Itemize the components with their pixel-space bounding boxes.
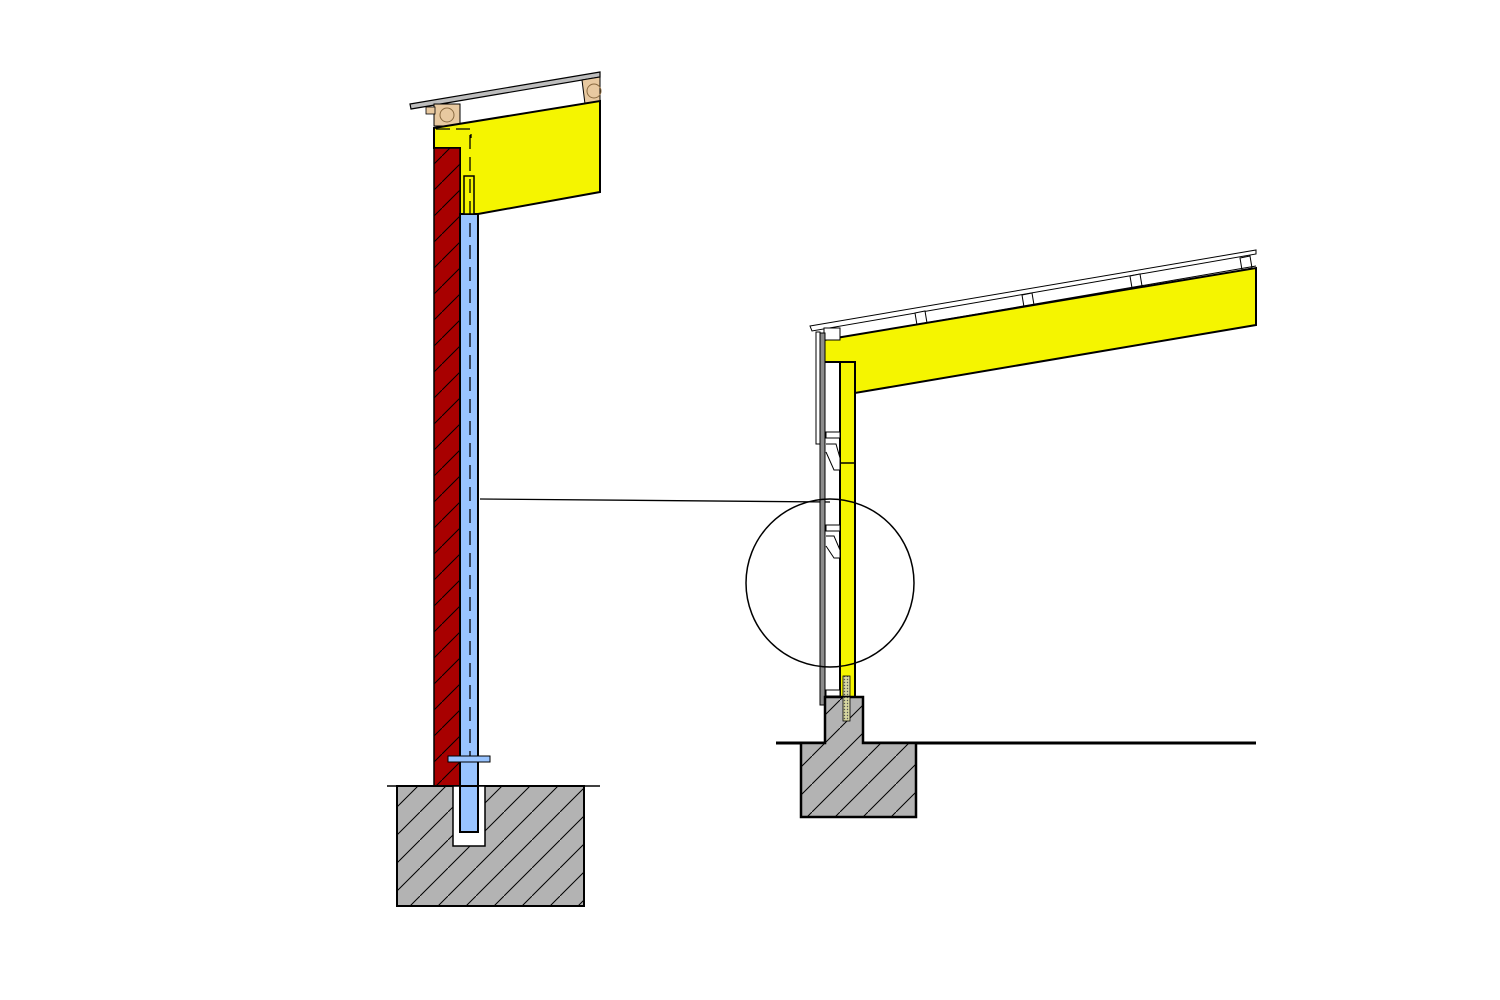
post-head-plate — [463, 175, 475, 215]
eave-block — [823, 327, 841, 341]
steel-post — [459, 213, 479, 833]
roof-battens — [914, 255, 1253, 326]
roof-sheet — [809, 249, 1257, 332]
timber-batten — [581, 76, 601, 105]
steel-post-embedded — [459, 785, 479, 833]
detail-callout-circle — [745, 498, 915, 668]
cladding-brackets — [825, 431, 841, 697]
wall-section-detail — [387, 71, 602, 907]
building-section — [745, 249, 1257, 819]
base-plate — [447, 755, 491, 763]
timber-post — [839, 361, 856, 698]
wall-cladding — [819, 332, 826, 706]
cladding-upper-panel — [815, 331, 821, 445]
roof-sheet — [409, 71, 601, 110]
detail-leader-line — [479, 498, 831, 503]
timber-batten — [433, 103, 461, 127]
timber-batten-small — [425, 106, 436, 115]
